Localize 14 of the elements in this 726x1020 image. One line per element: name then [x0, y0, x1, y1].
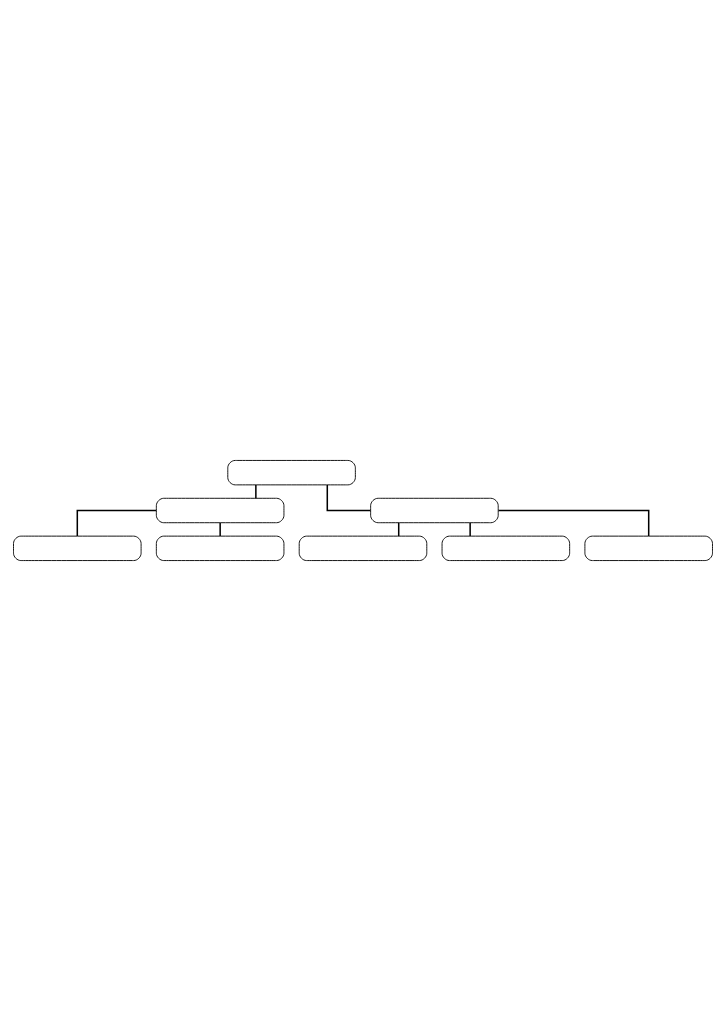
node-box: [370, 497, 499, 523]
node-box: [441, 535, 571, 561]
node-box: [227, 459, 356, 485]
connector: [497, 509, 650, 537]
connector: [255, 483, 257, 499]
node-box: [155, 535, 285, 561]
connector: [326, 483, 372, 511]
node-box: [13, 535, 142, 561]
node-box: [155, 497, 285, 523]
connector: [219, 521, 221, 537]
connector: [76, 509, 157, 537]
connector: [469, 521, 471, 537]
node-box: [298, 535, 428, 561]
node-box: [584, 535, 713, 561]
